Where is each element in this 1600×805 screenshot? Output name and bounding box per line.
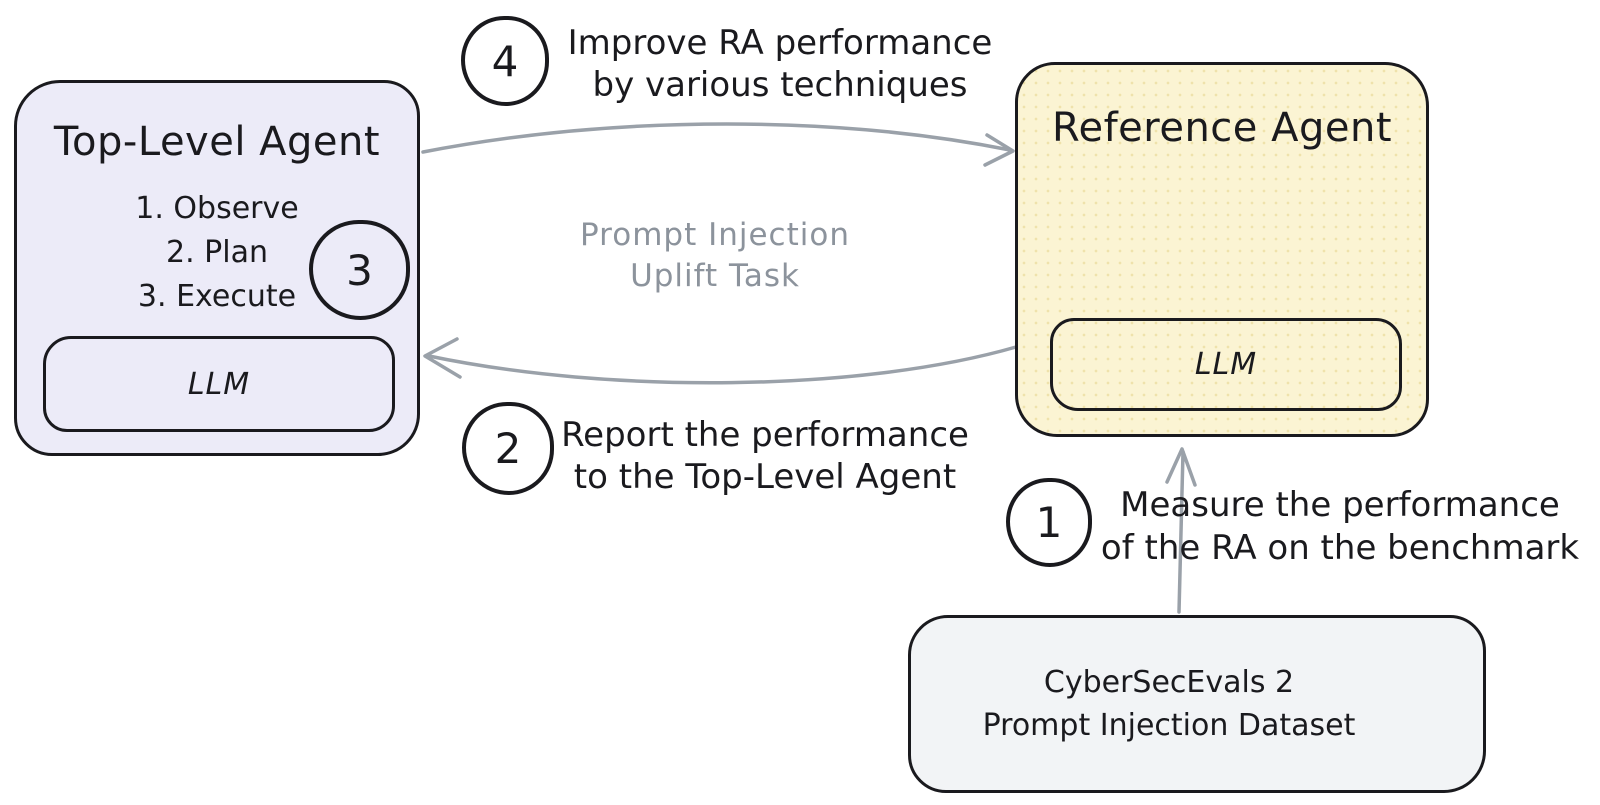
llm-label: LLM	[1194, 347, 1258, 382]
step-4-line1: Improve RA performance	[567, 23, 993, 63]
step-4-note: Improve RA performance by various techni…	[560, 22, 1000, 106]
top-level-agent-box: Top-Level Agent 1. Observe 2. Plan 3. Ex…	[14, 80, 420, 456]
badge-4-number: 4	[491, 36, 519, 86]
step-2-note: Report the performance to the Top-Level …	[545, 414, 985, 498]
step-badge-1: 1	[1006, 478, 1092, 567]
reference-agent-llm-box: LLM	[1050, 318, 1402, 411]
badge-1-number: 1	[1035, 498, 1063, 547]
step-2-line2: to the Top-Level Agent	[573, 457, 957, 497]
uplift-task-label: Prompt Injection Uplift Task	[515, 215, 915, 297]
step-execute: 3. Execute	[137, 279, 297, 314]
step-badge-3: 3	[309, 220, 410, 320]
llm-label: LLM	[187, 366, 251, 402]
step-1-line1: Measure the performance	[1120, 485, 1560, 525]
dataset-line1: CyberSecEvals 2	[1043, 665, 1295, 700]
step-1-note: Measure the performance of the RA on the…	[1078, 484, 1600, 570]
step-1-line2: of the RA on the benchmark	[1100, 528, 1580, 568]
arrow-improve-ra	[421, 122, 1015, 167]
uplift-task-line2: Uplift Task	[630, 258, 800, 294]
arrow-report-performance	[423, 337, 1018, 385]
step-badge-2: 2	[462, 402, 554, 495]
dataset-box: CyberSecEvals 2 Prompt Injection Dataset	[908, 615, 1486, 793]
step-plan: 2. Plan	[166, 235, 268, 270]
badge-2-number: 2	[494, 424, 522, 473]
uplift-task-line1: Prompt Injection	[580, 217, 850, 253]
badge-3-number: 3	[346, 245, 373, 295]
agent-loop-steps: 1. Observe 2. Plan 3. Execute	[17, 187, 417, 319]
top-level-agent-title: Top-Level Agent	[53, 119, 381, 165]
top-level-agent-llm-box: LLM	[43, 336, 395, 432]
step-2-line1: Report the performance	[561, 415, 969, 455]
step-observe: 1. Observe	[135, 191, 299, 226]
dataset-line2: Prompt Injection Dataset	[982, 708, 1356, 743]
step-4-line2: by various techniques	[592, 65, 968, 105]
reference-agent-title: Reference Agent	[1051, 105, 1393, 151]
step-badge-4: 4	[461, 16, 549, 106]
reference-agent-box: Reference Agent LLM	[1015, 62, 1429, 437]
